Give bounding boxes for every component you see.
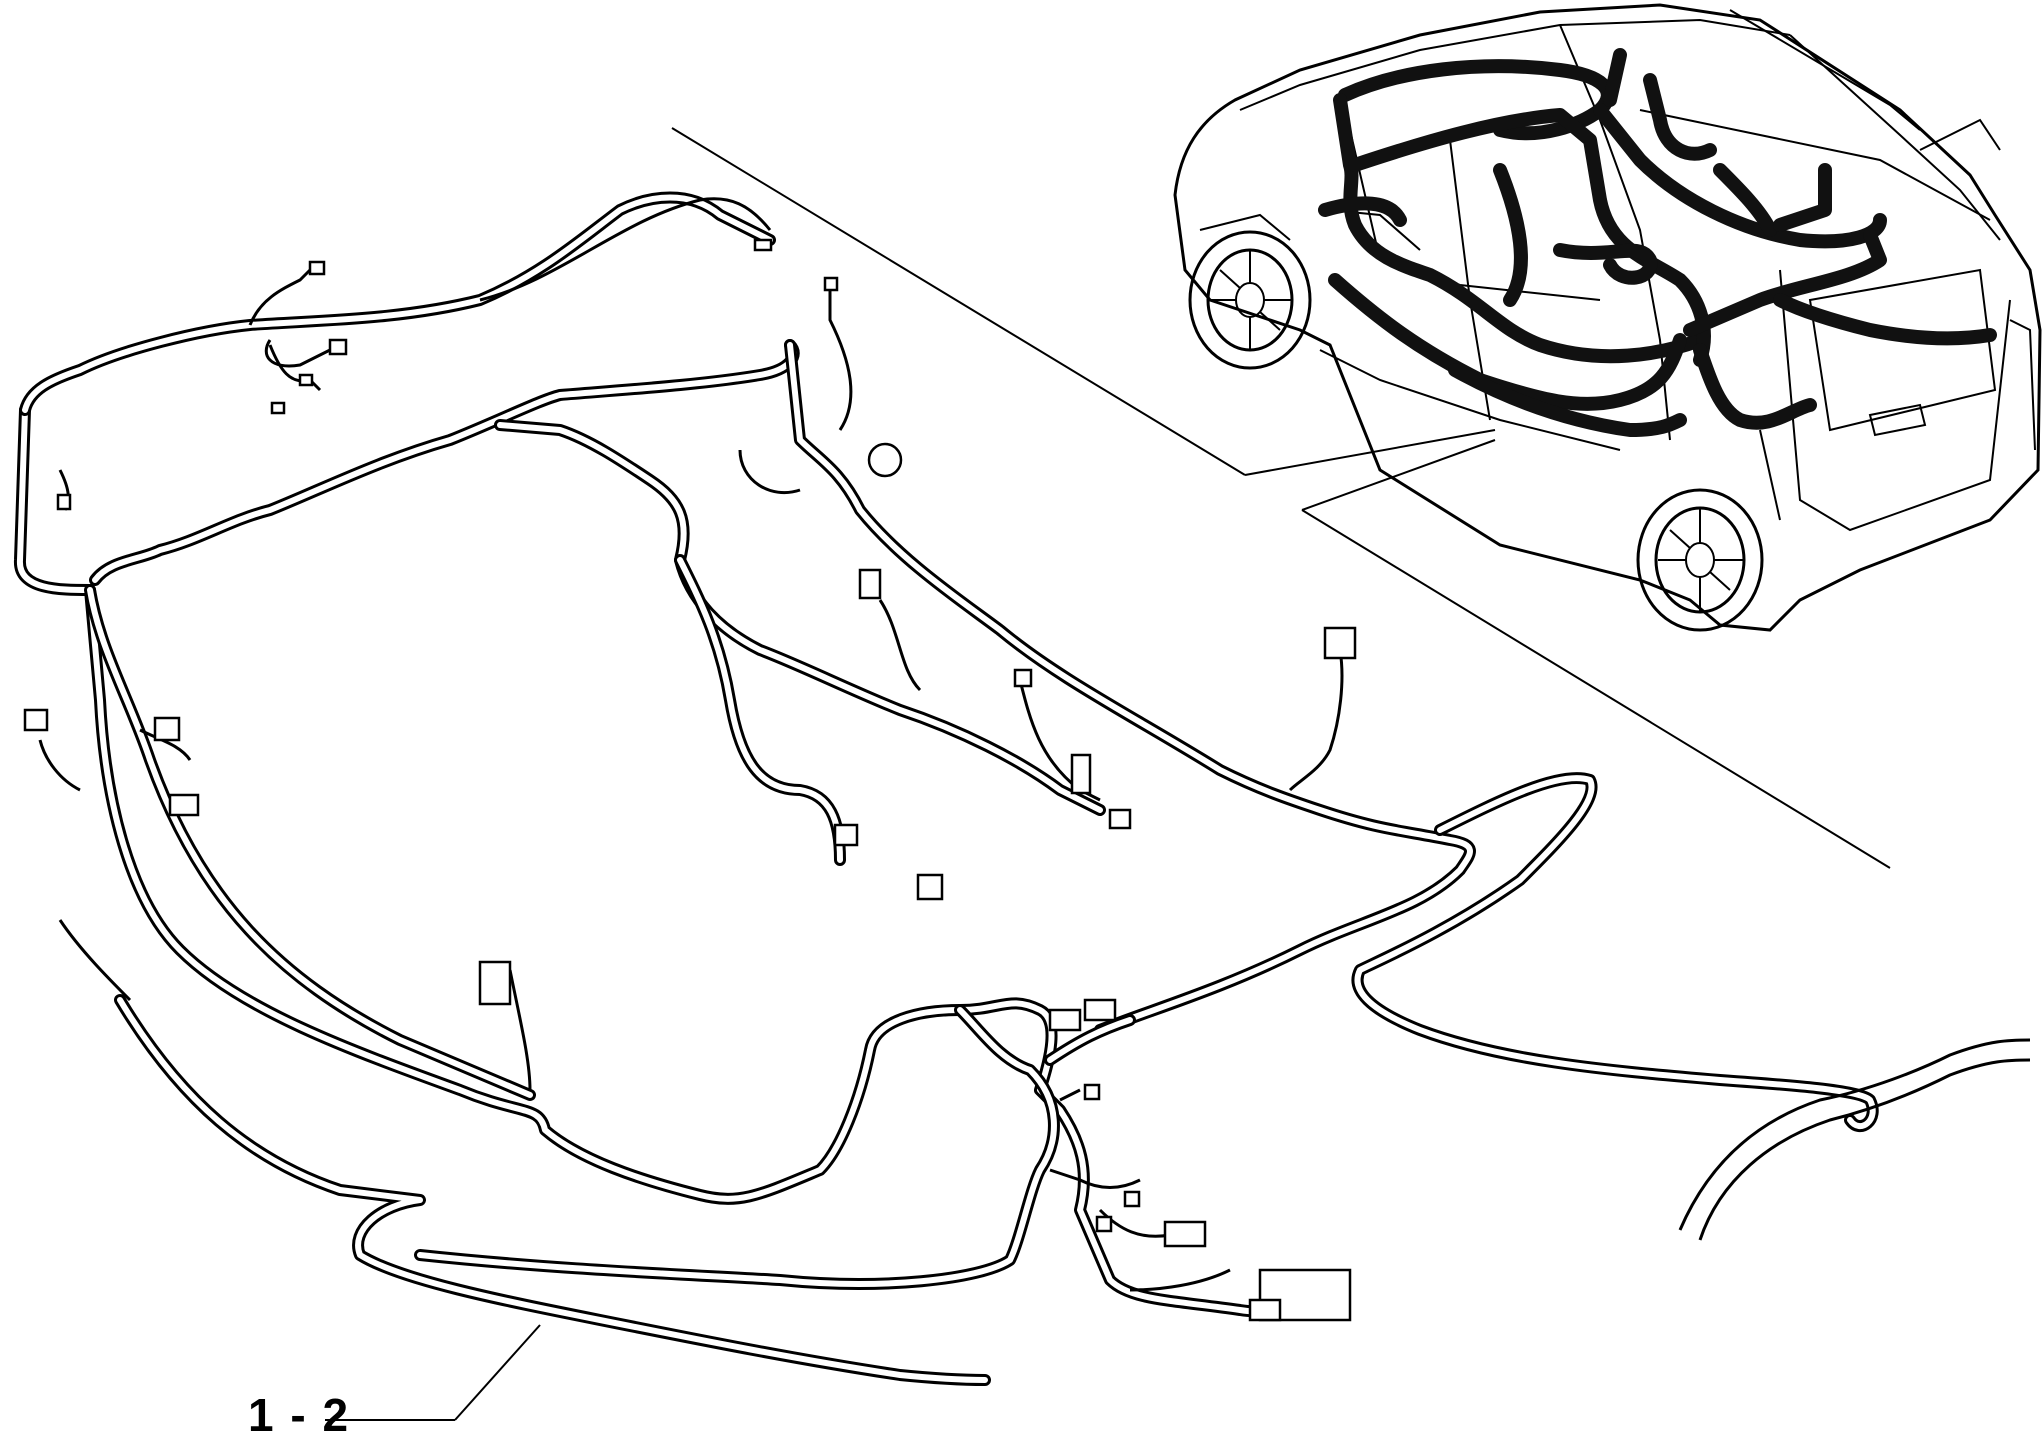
connector — [1123, 1190, 1141, 1208]
connector — [1163, 1220, 1207, 1248]
part-callout-label: 1 - 2 — [248, 1389, 351, 1441]
rear-wheel — [1636, 488, 1764, 632]
car-inset — [1173, 3, 2042, 632]
connector — [916, 873, 944, 901]
connector — [308, 260, 326, 276]
connector — [1108, 808, 1132, 830]
harness-top-left — [19, 191, 776, 416]
callout-leader-diag — [454, 1324, 541, 1421]
connector — [1323, 626, 1357, 660]
connector — [1013, 668, 1033, 688]
connector — [1248, 1298, 1282, 1322]
connector — [1083, 998, 1117, 1022]
connector — [328, 338, 348, 356]
harness-inner-branch — [494, 419, 1106, 816]
harness-right-tail — [1351, 772, 1879, 1132]
connector — [23, 708, 49, 732]
connector — [270, 401, 286, 415]
car-body-outline — [1173, 3, 2042, 632]
connectors — [23, 238, 1357, 1322]
connector — [1048, 1008, 1082, 1032]
harness-bottom-long — [114, 994, 991, 1386]
connector — [833, 823, 859, 847]
connector — [153, 716, 181, 742]
harness-main-loop — [14, 404, 1286, 1318]
connector — [858, 568, 882, 600]
car-harness — [1318, 48, 1997, 437]
connector — [1083, 1083, 1101, 1101]
main-harness — [14, 191, 2031, 1386]
connector — [478, 960, 512, 1006]
connector — [823, 276, 839, 292]
inset-leader-lines — [671, 127, 1891, 869]
connector — [867, 442, 903, 478]
harness-center-bottom — [414, 1004, 1060, 1290]
connector — [1095, 1215, 1113, 1233]
connector — [1070, 753, 1092, 795]
harness-bottom-sweep — [84, 584, 536, 1101]
front-wheel — [1188, 230, 1312, 370]
connector — [168, 793, 200, 817]
connector — [298, 373, 314, 387]
connector — [753, 238, 773, 252]
connector — [56, 493, 72, 511]
